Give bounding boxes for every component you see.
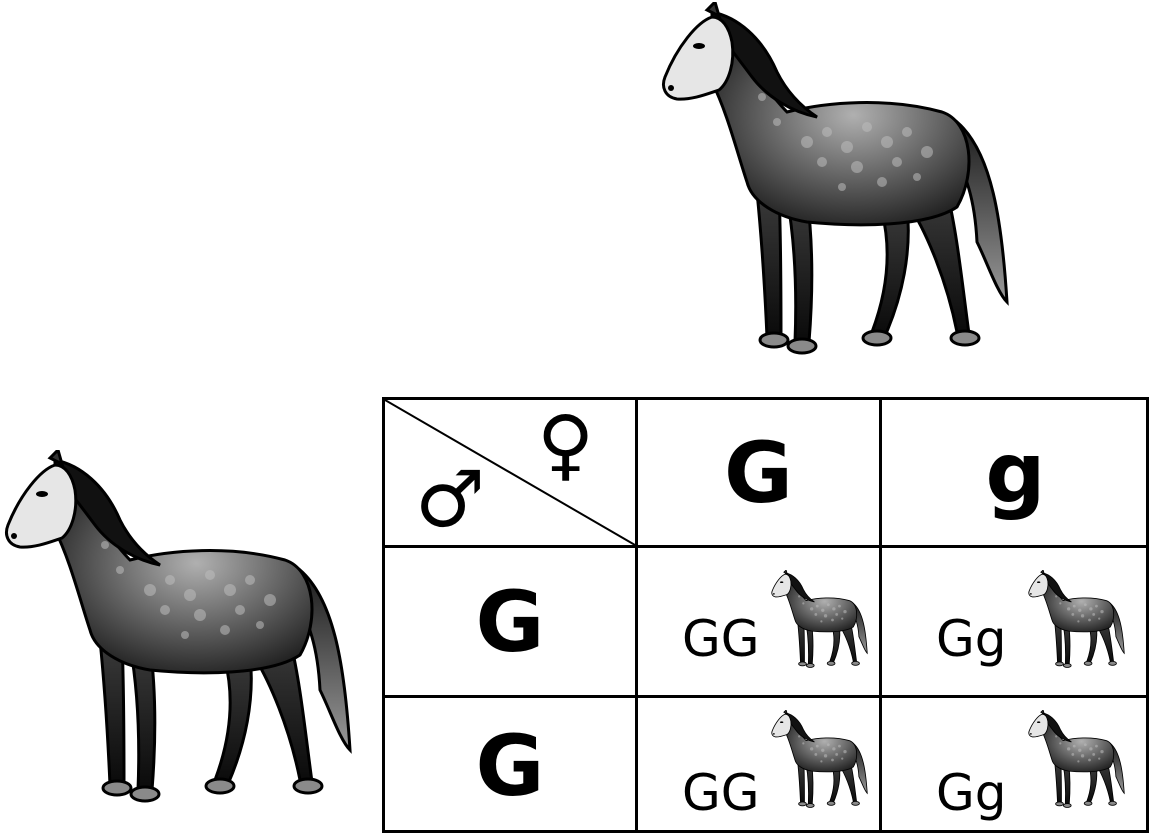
offspring-genotype: Gg: [936, 764, 1007, 822]
offspring-cell: Gg: [882, 548, 1149, 698]
male-allele-2: G: [385, 698, 638, 833]
male-parent-horse: [5, 450, 352, 803]
horse-icon: [771, 710, 868, 808]
female-allele-1: G: [638, 400, 882, 548]
corner-cell: ♀ ♂: [385, 400, 638, 548]
male-symbol-icon: ♂: [415, 455, 485, 545]
female-parent-horse: [662, 2, 1009, 355]
punnett-square: ♀ ♂ G g G G GG Gg GG Gg: [382, 397, 1149, 833]
offspring-genotype: Gg: [936, 610, 1007, 668]
female-symbol-icon: ♀: [537, 400, 595, 490]
offspring-cell: GG: [638, 548, 882, 698]
horse-icon: [1028, 570, 1125, 668]
diagonal-divider: [385, 400, 636, 546]
male-allele-1: G: [385, 548, 638, 698]
offspring-genotype: GG: [682, 764, 760, 822]
offspring-genotype: GG: [682, 610, 760, 668]
horse-icon: [1028, 710, 1125, 808]
offspring-cell: Gg: [882, 698, 1149, 833]
female-allele-2: g: [882, 400, 1149, 548]
offspring-cell: GG: [638, 698, 882, 833]
horse-icon: [771, 570, 868, 668]
